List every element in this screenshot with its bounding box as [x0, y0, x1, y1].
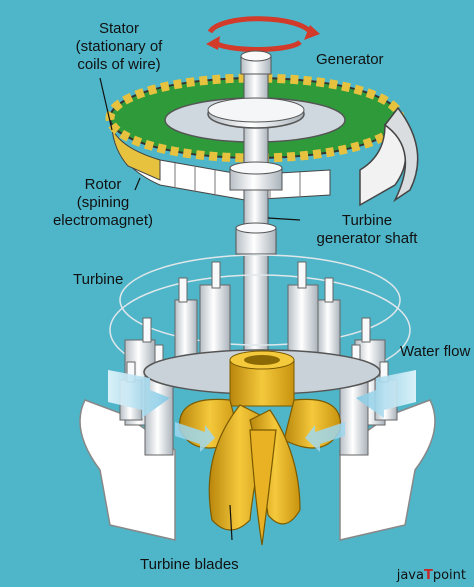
- stator-label-line1: Stator: [98, 20, 140, 37]
- shaft-label-line1: Turbine: [341, 212, 393, 229]
- shaft-label: Turbine generator shaft: [297, 212, 437, 248]
- generator-label: Generator: [316, 51, 384, 68]
- brand-logo: javaTpoint: [397, 568, 466, 583]
- rotor-label-line3: electromagnet): [52, 212, 154, 229]
- rotor-label: Rotor (spining electromagnet): [30, 176, 176, 230]
- rotor-label-line1: Rotor: [84, 176, 122, 193]
- turbine-blades-label: Turbine blades: [140, 556, 239, 573]
- brand-mark: T: [423, 568, 433, 583]
- rotation-arrow: [206, 16, 320, 52]
- rotor-label-line2: (spining: [76, 194, 130, 211]
- turbine-generator-shaft: [207, 50, 305, 363]
- brand-part2: point: [432, 568, 466, 583]
- shaft-label-line2: generator shaft: [316, 230, 418, 247]
- turbine-blades: [179, 398, 342, 546]
- water-flow-label: Water flow: [400, 343, 471, 360]
- turbine-label: Turbine: [73, 271, 124, 288]
- stator-label: Stator (stationary of coils of wire): [46, 20, 192, 74]
- leader-lines: [99, 77, 301, 541]
- stator-label-line3: coils of wire): [77, 56, 161, 73]
- turbine-frame: [79, 254, 436, 541]
- brand-part1: java: [396, 568, 424, 583]
- stator-label-line2: (stationary of: [75, 38, 163, 55]
- water-flow-arrows: [108, 370, 416, 452]
